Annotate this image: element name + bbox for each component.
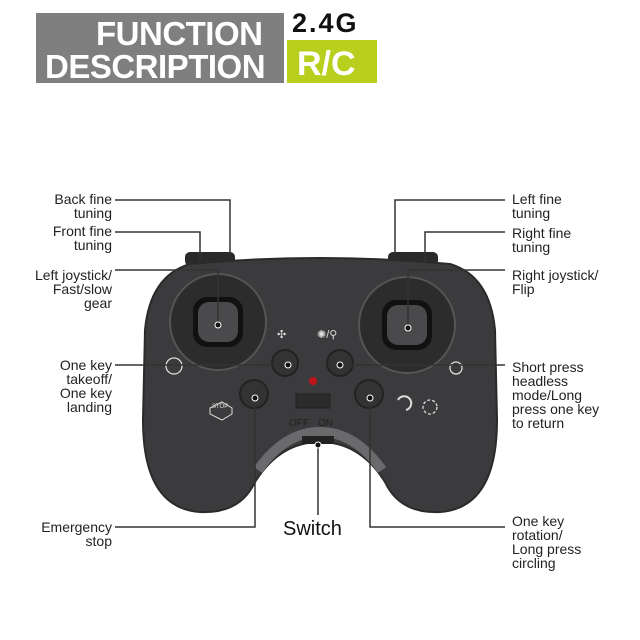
stop-icon: [209, 401, 233, 421]
circling-icon: [422, 399, 438, 415]
power-led: [309, 377, 317, 385]
label-short-press: Short press headless mode/Long press one…: [512, 359, 600, 431]
rc-badge: [287, 40, 377, 83]
label-one-key-takeoff: One key takeoff/ One key landing: [59, 357, 112, 415]
drone-icon: ✣: [277, 329, 286, 341]
label-switch: Switch: [283, 518, 342, 540]
rotate-icon: [397, 395, 413, 411]
power-switch: [302, 436, 334, 444]
speed-icon: [165, 357, 183, 375]
label-left-fine-tuning: Left fine tuning: [512, 191, 562, 221]
title-line-1: FUNCTION: [96, 15, 263, 52]
label-right-fine-tuning: Right fine tuning: [512, 225, 572, 255]
label-one-key-rotation: One key rotation/ Long press circling: [512, 513, 582, 571]
leader-lines: [115, 199, 505, 528]
center-arch: [253, 426, 387, 473]
headless-icon: ✺/⚲: [317, 329, 337, 341]
leader-dots: [214, 321, 412, 449]
frequency-label: 2.4G: [292, 8, 359, 38]
label-emergency-stop: Emergency stop: [41, 519, 112, 549]
flip-icon: [449, 361, 463, 375]
label-right-joystick: Right joystick/ Flip: [512, 267, 599, 297]
rc-label: R/C: [297, 45, 356, 83]
label-front-fine-tuning: Front fine tuning: [52, 223, 112, 253]
stop-text: STOP: [212, 404, 229, 410]
title-banner: [36, 13, 284, 83]
title-line-2: DESCRIPTION: [45, 48, 266, 85]
switch-off-label: OFF: [289, 418, 309, 429]
rotation-button: [354, 379, 384, 409]
label-left-joystick: Left joystick/ Fast/slow gear: [34, 267, 112, 311]
label-back-fine-tuning: Back fine tuning: [54, 191, 112, 221]
switch-on-label: ON: [318, 418, 333, 429]
battery-cover: [295, 393, 331, 409]
emergency-stop-button: [239, 379, 269, 409]
takeoff-landing-button: [271, 349, 299, 377]
